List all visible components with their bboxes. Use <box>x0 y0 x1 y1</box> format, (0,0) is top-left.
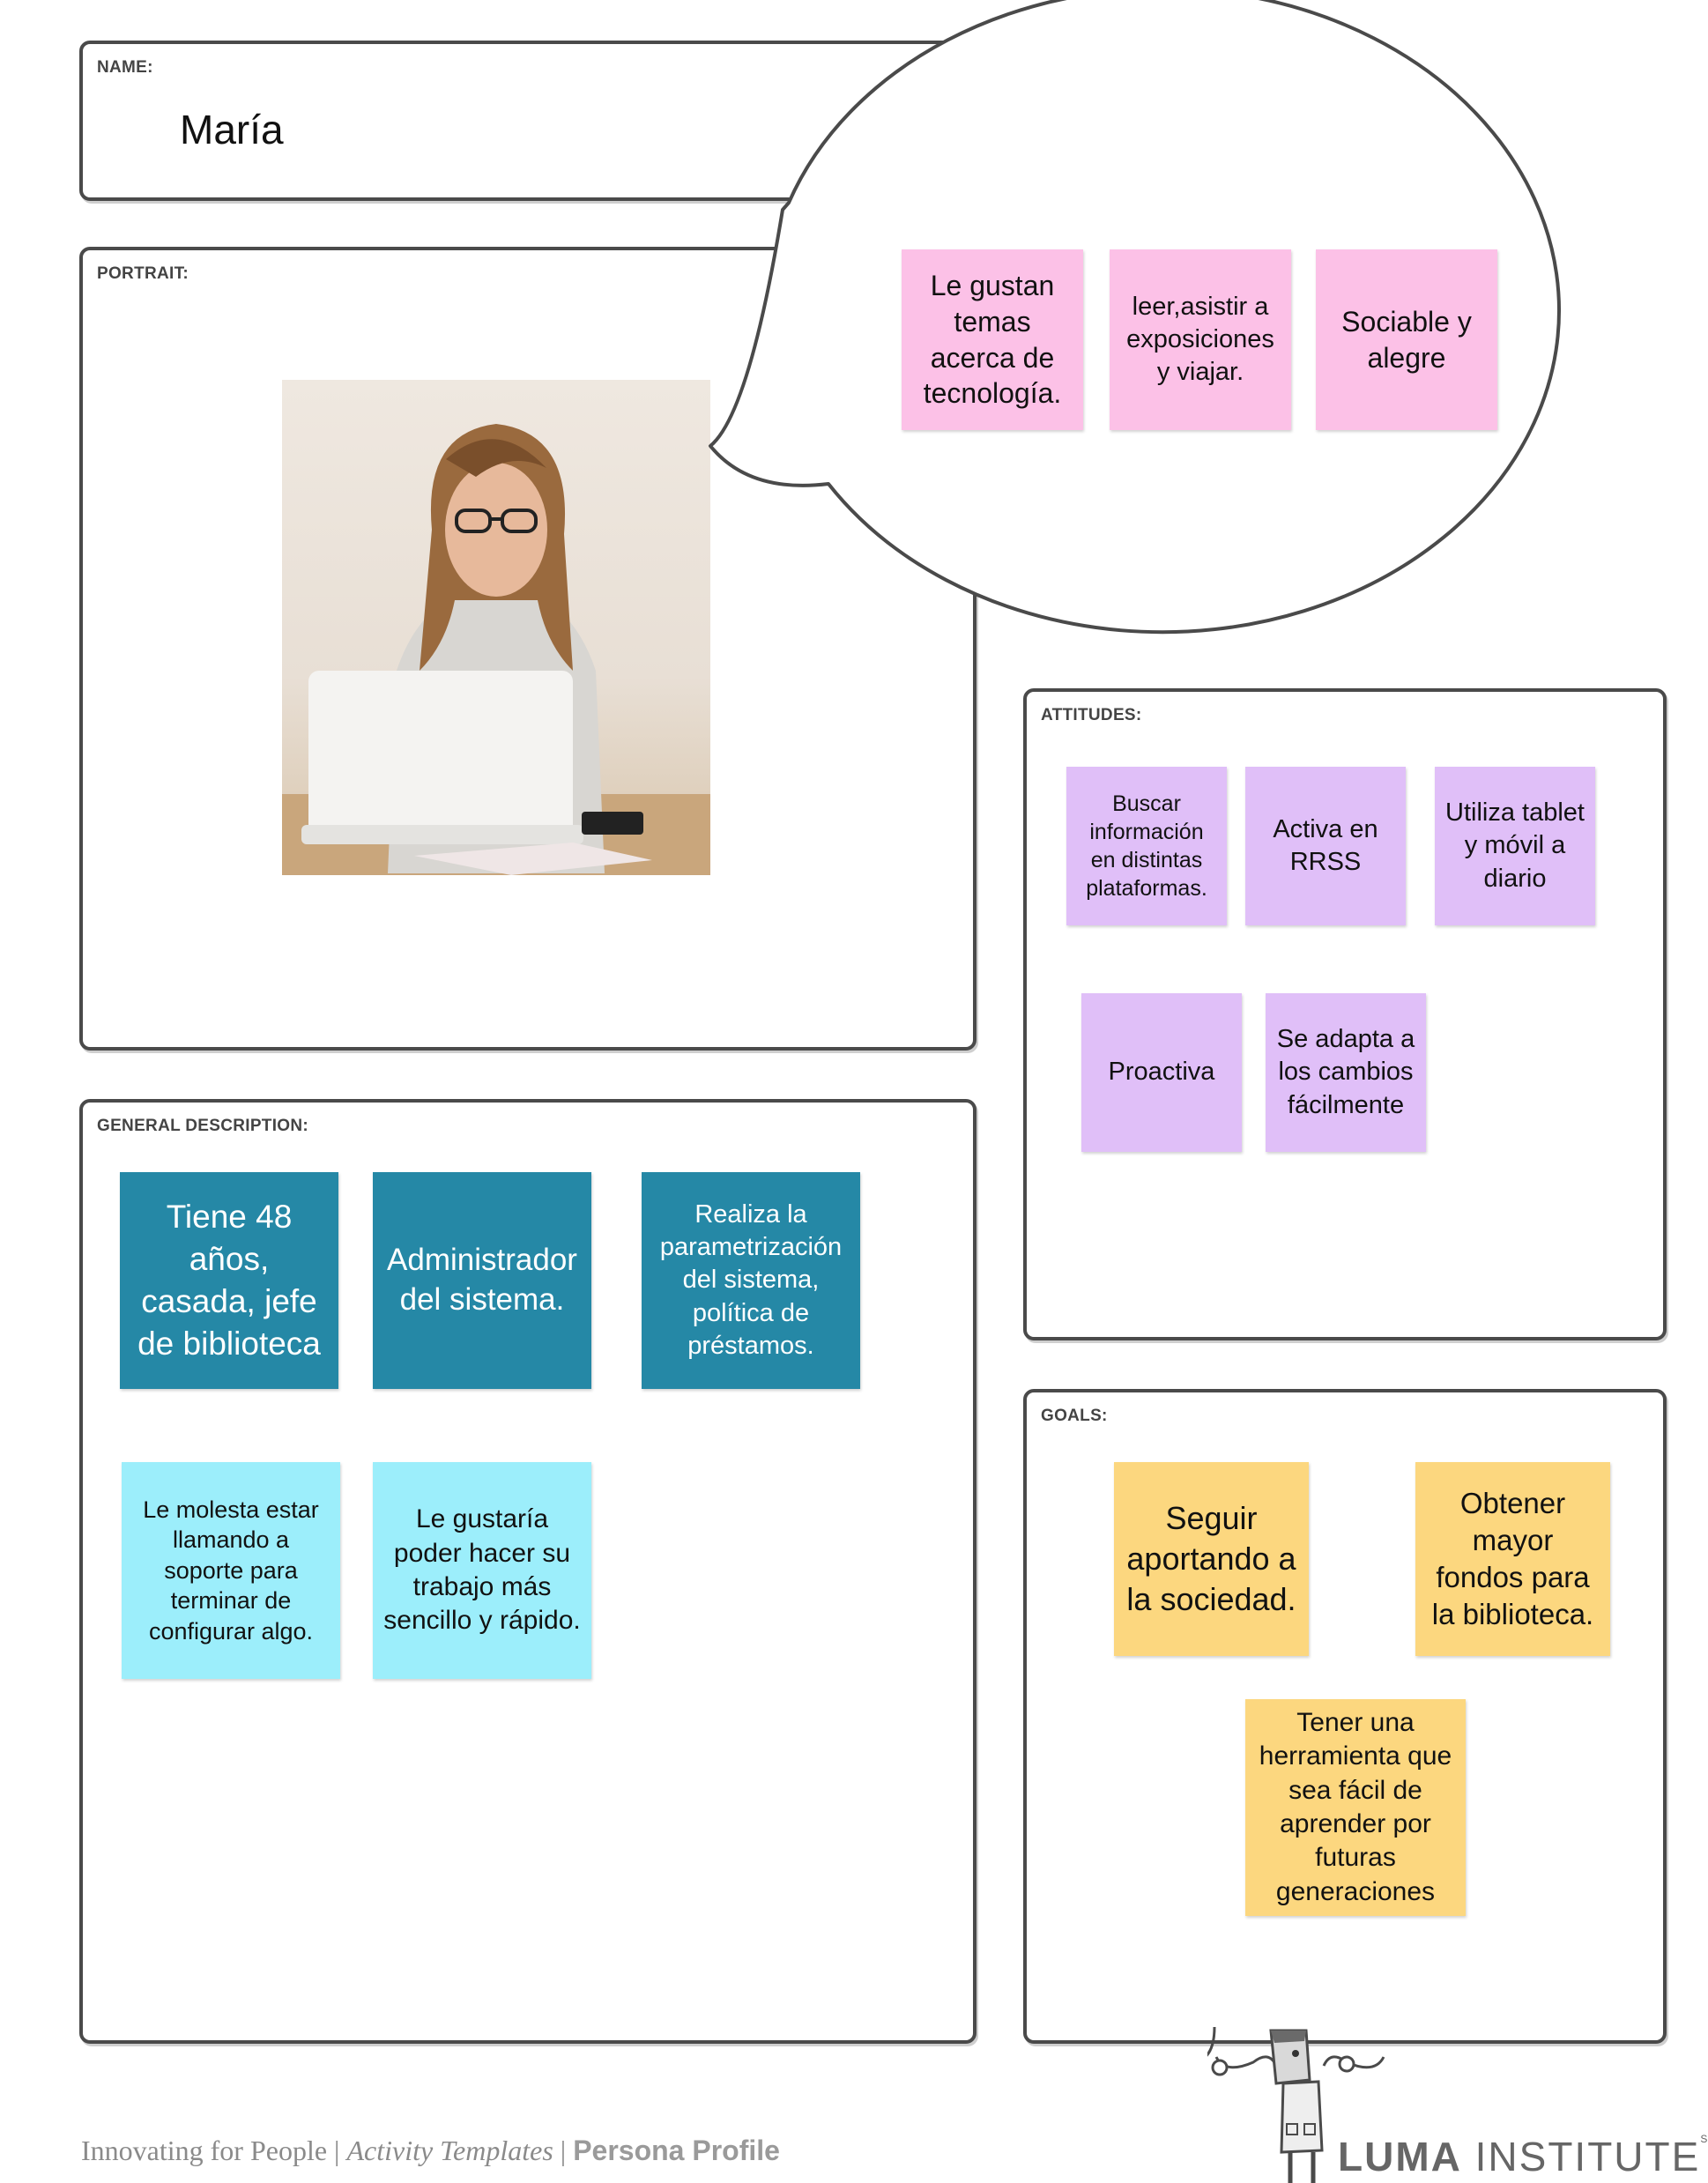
footer-part-1: Innovating for People <box>81 2135 328 2166</box>
logo-luma: LUMA <box>1338 2134 1462 2179</box>
attitude-note: Proactiva <box>1081 993 1242 1152</box>
attitude-note: Se adapta a los cambios fácilmente <box>1266 993 1426 1152</box>
footer-part-2: Activity Templates <box>346 2135 553 2166</box>
footer-separator: | <box>327 2135 347 2166</box>
persona-name[interactable]: María <box>180 107 284 152</box>
woman-with-laptop-illustration <box>282 424 710 875</box>
thought-note: leer,asistir a exposiciones y viajar. <box>1110 249 1291 430</box>
goal-note: Tener una herramienta que sea fácil de a… <box>1245 1699 1466 1916</box>
attitude-note: Utiliza tablet y móvil a diario <box>1435 767 1595 925</box>
goal-note: Obtener mayor fondos para la biblioteca. <box>1415 1462 1610 1656</box>
description-note: Le molesta estar llamando a soporte para… <box>122 1462 340 1679</box>
logo-institute: INSTITUTE <box>1461 2134 1701 2179</box>
description-note: Administrador del sistema. <box>373 1172 591 1389</box>
footer-separator: | <box>553 2135 574 2166</box>
description-note: Realiza la parametrización del sistema, … <box>642 1172 860 1389</box>
name-label: NAME: <box>97 58 153 77</box>
general-description-label: GENERAL DESCRIPTION: <box>97 1117 309 1135</box>
description-note: Tiene 48 años, casada, jefe de bibliotec… <box>120 1172 338 1389</box>
attitudes-label: ATTITUDES: <box>1041 706 1142 724</box>
goal-note: Seguir aportando a la sociedad. <box>1114 1462 1309 1656</box>
logo-trademark: SM <box>1700 2133 1708 2145</box>
luma-mascot-icon <box>1207 2027 1385 2183</box>
thought-note: Sociable y alegre <box>1316 249 1497 430</box>
thought-note: Le gustan temas acerca de tecnología. <box>902 249 1083 430</box>
goals-label: GOALS: <box>1041 1407 1108 1425</box>
name-panel: NAME: María <box>79 41 977 201</box>
portrait-photo <box>282 380 710 875</box>
footer-credit: Innovating for People | Activity Templat… <box>81 2135 780 2167</box>
footer-part-3: Persona Profile <box>573 2135 780 2166</box>
description-note: Le gustaría poder hacer su trabajo más s… <box>373 1462 591 1679</box>
attitude-note: Buscar información en distintas platafor… <box>1066 767 1227 925</box>
luma-institute-logo: LUMA INSTITUTESM <box>1338 2133 1708 2180</box>
portrait-label: PORTRAIT: <box>97 264 189 283</box>
attitude-note: Activa en RRSS <box>1245 767 1406 925</box>
